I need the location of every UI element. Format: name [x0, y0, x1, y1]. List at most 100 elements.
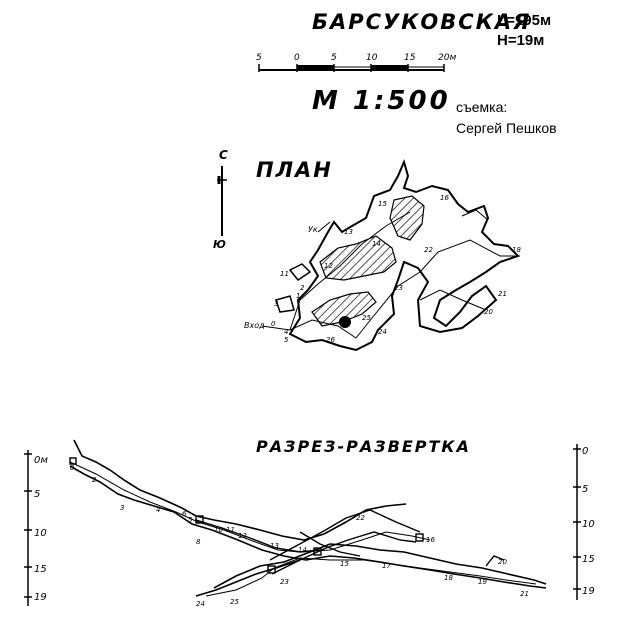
section-right-tick: 19 [582, 586, 595, 597]
section-station-marker [267, 565, 276, 574]
north-label: С [219, 148, 230, 162]
plan-station-label: 15 [378, 200, 387, 208]
section-upper-branch [271, 531, 417, 575]
section-station-label: 22 [356, 514, 365, 522]
section-station-label: 17 [382, 562, 391, 570]
plan-station-label: 1 [296, 292, 300, 300]
section-station-label: 20 [498, 558, 507, 566]
plan-station-label: 21 [498, 290, 507, 298]
section-station-label: 19 [478, 578, 487, 586]
plan-station-label: 11 [280, 270, 289, 278]
section-station-label: 21 [520, 590, 529, 598]
section-survey-line [69, 461, 431, 553]
section-station-labels: 0 2 3 4 5 6 8 10 11 12 13 14 15 16 17 18… [70, 464, 529, 608]
plan-station-label: 26 [326, 336, 335, 344]
section-left-tick: 15 [34, 564, 47, 575]
section-station-label: 16 [426, 536, 435, 544]
section-right-tick: 10 [582, 519, 595, 530]
plan-station-label: 20 [484, 308, 493, 316]
section-left-tick: 10 [34, 528, 47, 539]
section-station-label: 13 [270, 542, 279, 550]
plan-station-label: 4 [284, 328, 288, 336]
section-station-marker [195, 515, 204, 524]
scale-tick: 5 [331, 53, 337, 63]
section-ceiling-line [213, 543, 547, 589]
plan-station-label: 13 [344, 228, 353, 236]
plan-hatched-area [389, 195, 425, 241]
section-label: РАЗРЕЗ-РАЗВЕРТКА [256, 437, 471, 456]
section-station-label: 18 [444, 574, 453, 582]
plan-view [261, 159, 520, 352]
north-value: Ю [213, 238, 228, 251]
section-right-tick: 15 [582, 554, 595, 565]
scale-bar [258, 64, 445, 72]
section-view [24, 439, 581, 606]
plan-station-label: 14 [372, 240, 381, 248]
section-station-label: 14 [298, 546, 307, 554]
plan-survey-line [419, 289, 487, 311]
section-station-label: 25 [230, 598, 239, 606]
section-station-label: 12 [238, 532, 247, 540]
scale-tick: 15 [404, 53, 416, 63]
section-branch [485, 555, 505, 567]
cave-length: L=195м [497, 12, 552, 29]
plan-station-label: 2 [300, 284, 305, 292]
scale-tick: 10 [366, 53, 378, 63]
section-survey-line [205, 557, 537, 597]
section-station-label: 4 [156, 506, 160, 514]
exit-label: Ук [308, 225, 318, 234]
plan-station-label: 3 [274, 300, 278, 308]
plan-survey-line [317, 221, 331, 233]
plan-station-label: 22 [424, 246, 433, 254]
plan-survey-line [289, 211, 411, 331]
section-station-label: 5 [188, 516, 193, 524]
section-ceiling-line [73, 439, 407, 541]
plan-survey-line [461, 209, 489, 221]
plan-hatched-area [319, 235, 397, 281]
plan-labels: Вход Ук 0 1 2 3 4 5 11 12 13 14 15 16 18… [244, 194, 521, 344]
section-station-label: 2 [92, 476, 97, 484]
scale-ticks: 5 0 5 10 15 20м [256, 53, 456, 63]
section-left-tick: 0м [34, 455, 48, 466]
section-scale-labels: 0м 5 10 15 19 0 5 10 15 19 [34, 446, 595, 603]
section-station-marker [69, 457, 77, 465]
section-left-tick: 19 [34, 592, 47, 603]
plan-station-label: 12 [324, 262, 333, 270]
north-arrow [217, 166, 227, 236]
section-station-label: 10 [214, 526, 223, 534]
section-floor-line [69, 465, 547, 589]
section-station-label: 0 [70, 464, 75, 472]
entrance-label: Вход [244, 321, 265, 330]
plan-survey-line [261, 239, 520, 339]
section-station-marker [313, 547, 322, 556]
section-right-tick: 5 [582, 484, 588, 495]
section-station-label: 3 [120, 504, 124, 512]
plan-station-label: 25 [362, 314, 371, 322]
survey-label: съемка: [456, 99, 508, 115]
section-station-label: 23 [280, 578, 289, 586]
survey-author: Сергей Пешков [456, 120, 557, 136]
plan-station-label: 18 [512, 246, 521, 254]
section-right-tick: 0 [582, 446, 588, 457]
plan-label: ПЛАН [256, 158, 333, 182]
section-floor-line [195, 559, 301, 597]
scale-tick: 5 [256, 53, 262, 63]
plan-shaft [339, 316, 351, 328]
plan-station-label: 24 [378, 328, 387, 336]
section-station-marker [415, 533, 424, 542]
scale-tick: 20м [438, 53, 456, 63]
section-upper-branch [269, 509, 421, 561]
section-station-label: 6 [182, 510, 187, 518]
cave-depth: H=19м [497, 32, 545, 49]
section-station-label: 24 [196, 600, 205, 608]
section-station-label: 11 [226, 526, 235, 534]
plan-station-label: 16 [440, 194, 449, 202]
section-branch [299, 531, 361, 557]
plan-station-label: 0 [271, 320, 276, 328]
cave-title: БАРСУКОВСКАЯ [312, 10, 532, 34]
section-station-label: 8 [196, 538, 201, 546]
section-left-tick: 5 [34, 489, 40, 500]
plan-hatched-area [311, 291, 377, 327]
scale-label: М 1:500 [312, 86, 451, 116]
